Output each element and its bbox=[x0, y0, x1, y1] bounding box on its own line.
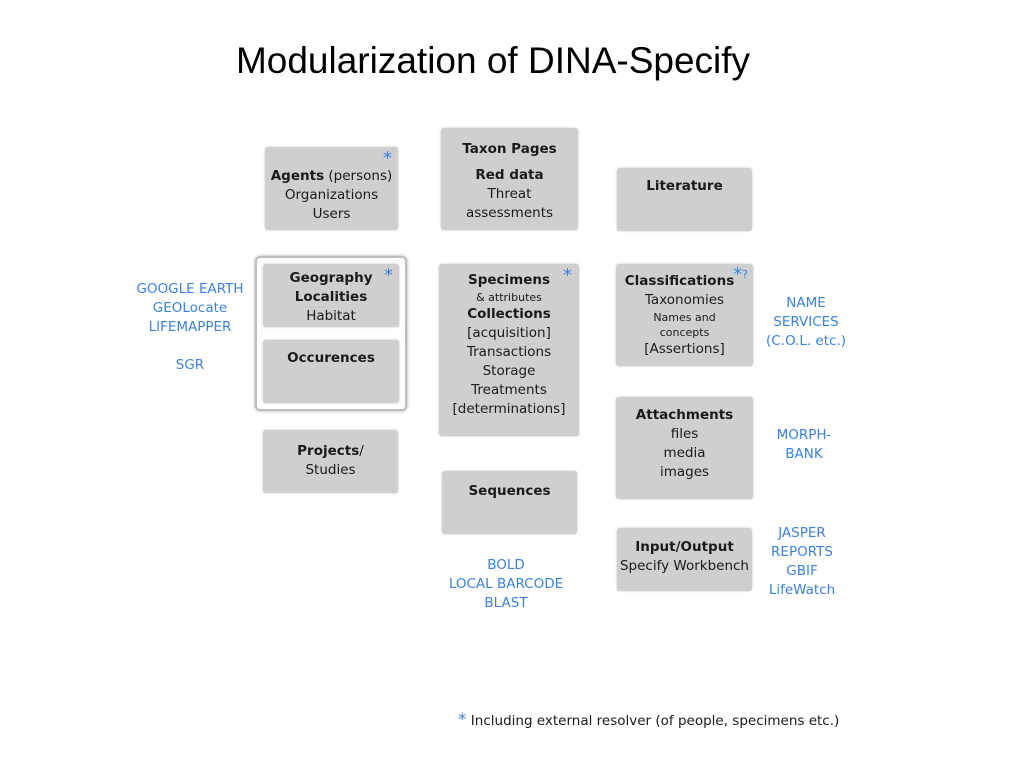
local-barcode-label: LOCAL BARCODE bbox=[448, 576, 564, 592]
storage-label: Storage bbox=[482, 363, 536, 379]
slide-title: Modularization of DINA-Specify bbox=[235, 40, 751, 81]
name-label: NAME bbox=[786, 295, 826, 311]
reporting-services-list: JASPER REPORTS GBIF LifeWatch bbox=[752, 524, 852, 600]
sequence-services-list: BOLD LOCAL BARCODE BLAST bbox=[441, 556, 571, 613]
classifications-heading: Classifications bbox=[624, 273, 735, 289]
geo-services-list: GOOGLE EARTH GEOLocate LIFEMAPPER SGR bbox=[130, 280, 250, 375]
agents-users: Users bbox=[312, 206, 351, 222]
sequences-module: Sequences bbox=[442, 471, 577, 534]
literature-heading: Literature bbox=[646, 178, 723, 194]
media-label: media bbox=[663, 445, 706, 461]
geography-module: Geography Localities Habitat * bbox=[263, 264, 399, 327]
attachments-heading: Attachments bbox=[635, 407, 734, 423]
bank-label: BANK bbox=[785, 446, 823, 462]
resolver-star-icon: * bbox=[563, 265, 572, 286]
agents-organizations: Organizations bbox=[284, 187, 379, 203]
red-data-heading: Red data bbox=[475, 167, 544, 183]
blast-label: BLAST bbox=[484, 595, 528, 611]
treatments-label: Treatments bbox=[471, 382, 547, 398]
services-label: SERVICES bbox=[773, 314, 839, 330]
specimens-module: Specimens & attributes Collections [acqu… bbox=[439, 264, 579, 436]
localities-heading: Localities bbox=[294, 289, 368, 305]
names-and-label: Names and bbox=[653, 311, 716, 324]
determinations-label: [determinations] bbox=[452, 401, 566, 417]
concepts-label: concepts bbox=[659, 326, 710, 339]
projects-heading: Projects/ bbox=[297, 443, 364, 459]
classifications-module: Classifications Taxonomies Names and con… bbox=[616, 264, 753, 366]
agents-heading: Agents (persons) bbox=[270, 168, 393, 184]
lifemapper-label: LIFEMAPPER bbox=[148, 319, 232, 335]
attributes-label: & attributes bbox=[476, 291, 542, 304]
lifewatch-label: LifeWatch bbox=[768, 582, 836, 598]
geolocate-label: GEOLocate bbox=[152, 300, 228, 316]
collections-heading: Collections bbox=[467, 306, 551, 322]
habitat-label: Habitat bbox=[306, 308, 356, 324]
resolver-star-icon: * bbox=[383, 148, 392, 169]
specimens-heading: Specimens bbox=[467, 272, 551, 288]
taxon-pages-module: Taxon Pages Red data Threat assessments bbox=[441, 128, 578, 230]
transactions-label: Transactions bbox=[466, 344, 552, 360]
agents-module: Agents (persons) Organizations Users * bbox=[265, 147, 398, 230]
occurences-module: Occurences bbox=[263, 340, 399, 403]
spacer bbox=[130, 337, 250, 356]
studies-label: Studies bbox=[305, 462, 356, 478]
google-earth-label: GOOGLE EARTH bbox=[136, 281, 244, 297]
reports-label: REPORTS bbox=[771, 544, 833, 560]
taxon-pages-heading: Taxon Pages bbox=[462, 141, 557, 157]
files-label: files bbox=[670, 426, 699, 442]
name-services-list: NAME SERVICES (C.O.L. etc.) bbox=[756, 294, 856, 351]
resolver-star-icon: * bbox=[384, 265, 393, 286]
assessments-label: assessments bbox=[465, 205, 554, 221]
sequences-heading: Sequences bbox=[468, 483, 551, 499]
input-output-heading: Input/Output bbox=[635, 539, 734, 555]
sgr-label: SGR bbox=[175, 357, 205, 373]
specify-workbench-label: Specify Workbench bbox=[619, 558, 749, 574]
assertions-label: [Assertions] bbox=[644, 341, 725, 357]
acquisition-label: [acquisition] bbox=[467, 325, 551, 341]
footnote-text: Including external resolver (of people, … bbox=[470, 713, 840, 729]
taxonomies-label: Taxonomies bbox=[644, 292, 725, 308]
threat-label: Threat bbox=[487, 186, 532, 202]
input-output-module: Input/Output Specify Workbench bbox=[617, 528, 752, 591]
resolver-star-icon: * bbox=[458, 710, 467, 730]
bold-label: BOLD bbox=[487, 557, 525, 573]
literature-module: Literature bbox=[617, 168, 752, 231]
geography-heading: Geography bbox=[289, 270, 373, 286]
projects-module: Projects/ Studies bbox=[263, 430, 398, 493]
attachments-module: Attachments files media images bbox=[616, 397, 753, 499]
morph-label: MORPH- bbox=[776, 427, 832, 443]
gbif-label: GBIF bbox=[786, 563, 818, 579]
morphbank-list: MORPH- BANK bbox=[754, 426, 854, 464]
images-label: images bbox=[659, 464, 710, 480]
jasper-label: JASPER bbox=[778, 525, 826, 541]
occurences-heading: Occurences bbox=[287, 350, 375, 366]
col-label: (C.O.L. etc.) bbox=[765, 333, 847, 349]
resolver-star-icon: *? bbox=[733, 264, 748, 285]
footnote: * Including external resolver (of people… bbox=[458, 710, 839, 730]
